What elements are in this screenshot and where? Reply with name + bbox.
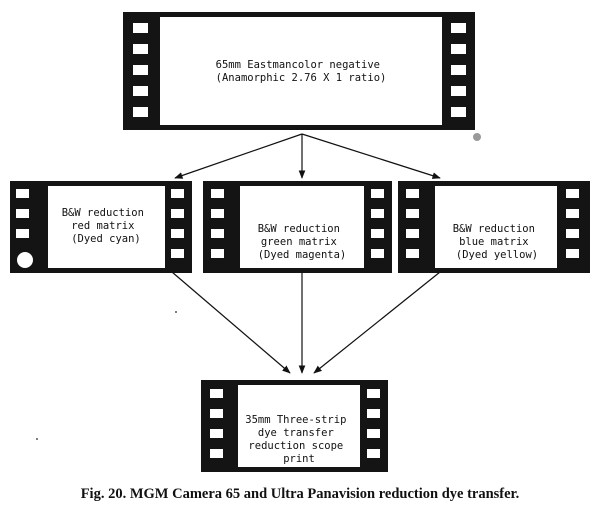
arrow-blue-to-print [313,271,441,374]
sprocket-holes-right [367,389,380,458]
sprocket-holes-left [406,189,419,258]
print-label-line-2: dye transfer [258,427,334,439]
blue-matrix-label-line-3: (Dyed yellow) [456,249,538,261]
red-matrix-label-line-2: red matrix [71,220,134,232]
film-strip-green-matrix: B&W reduction green matrix (Dyed magenta… [203,181,392,273]
negative-label: 65mm Eastmancolor negative (Anamorphic 2… [216,59,387,84]
print-label-line-1: 35mm Three-strip [245,414,346,426]
arrows [171,133,441,374]
sprocket-holes-right [171,189,184,258]
sprocket-holes-left [211,189,224,258]
blue-matrix-label: B&W reduction blue matrix (Dyed yellow) [453,223,542,261]
print-label: 35mm Three-strip dye transfer reduction … [245,414,352,465]
negative-label-line-2: (Anamorphic 2.76 X 1 ratio) [216,72,387,84]
blue-matrix-label-line-1: B&W reduction [453,223,535,235]
red-matrix-label: B&W reduction red matrix (Dyed cyan) [62,207,151,245]
red-matrix-label-line-1: B&W reduction [62,207,144,219]
scan-specks [36,133,481,440]
blue-matrix-label-line-2: blue matrix [459,236,529,248]
sprocket-holes-right [566,189,579,258]
negative-label-line-1: 65mm Eastmancolor negative [216,59,380,71]
arrow-red-to-print [171,271,291,374]
film-strip-negative: 65mm Eastmancolor negative (Anamorphic 2… [123,12,475,130]
film-strip-print: 35mm Three-strip dye transfer reduction … [201,380,388,472]
green-matrix-label-line-3: (Dyed magenta) [258,249,347,261]
green-matrix-label: B&W reduction green matrix (Dyed magenta… [258,223,347,261]
red-matrix-label-line-3: (Dyed cyan) [71,233,141,245]
sprocket-holes-left [133,23,148,117]
figure-caption: Fig. 20. MGM Camera 65 and Ultra Panavis… [80,486,520,502]
film-strip-blue-matrix: B&W reduction blue matrix (Dyed yellow) [398,181,590,273]
sprocket-holes-left [210,389,223,458]
sprocket-holes-right [371,189,384,258]
film-strip-red-matrix: B&W reduction red matrix (Dyed cyan) [10,181,192,273]
print-label-line-3: reduction scope [248,440,343,452]
arrow-negative-to-blue [301,133,441,179]
arrow-negative-to-red [174,133,303,179]
print-label-line-4: print [283,453,315,465]
sprocket-holes-right [451,23,466,117]
green-matrix-label-line-2: green matrix [261,236,337,248]
sprocket-holes-left [16,189,33,268]
green-matrix-label-line-1: B&W reduction [258,223,340,235]
